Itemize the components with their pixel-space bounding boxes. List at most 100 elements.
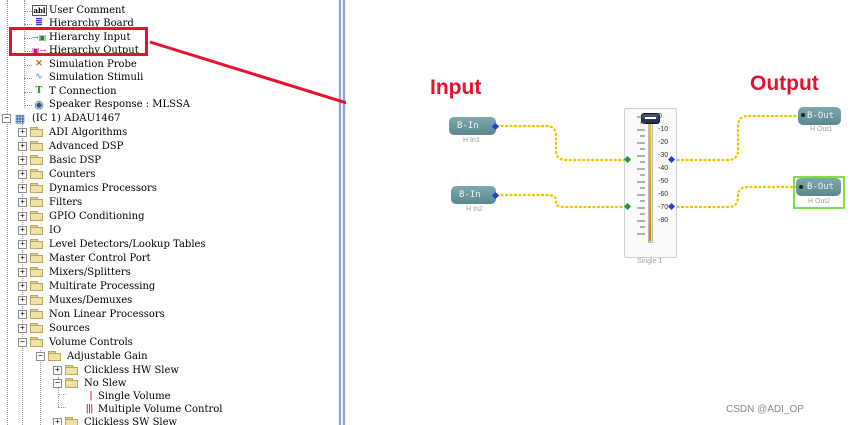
tree-item-label: Simulation Probe [49, 59, 137, 70]
tree-item-label: Dynamics Processors [49, 183, 157, 194]
folder-icon [30, 267, 44, 277]
panel-splitter[interactable] [338, 0, 346, 425]
tree-item-label: Multiple Volume Control [98, 404, 223, 415]
watermark: CSDN @ADI_OP [726, 404, 804, 415]
tree-item-t-connection[interactable]: T T Connection [32, 85, 117, 98]
expand-icon[interactable]: + [18, 198, 27, 207]
tree-item-user-comment[interactable]: abl User Comment [32, 4, 125, 17]
tree-item-label: Speaker Response : MLSSA [49, 99, 190, 110]
hierarchy-output-icon: ▣→ [32, 46, 47, 55]
hierarchy-input-icon: →▣ [32, 33, 47, 42]
tree-item-adjustable-gain[interactable]: − Adjustable Gain [0, 350, 148, 363]
folder-icon [30, 225, 44, 235]
slider-fill [649, 122, 651, 241]
tree-item-hierarchy-output[interactable]: ▣→ Hierarchy Output [32, 44, 139, 57]
single-volume-icon: | [89, 391, 93, 401]
tree-item-ic1[interactable]: − ▦ (IC 1) ADAU1467 [0, 112, 120, 125]
tree-item-filters[interactable]: + Filters [0, 196, 82, 209]
input-dot[interactable] [801, 113, 805, 117]
multi-volume-icon: ||| [85, 404, 94, 414]
expand-icon[interactable]: + [18, 324, 27, 333]
expand-icon[interactable]: + [18, 142, 27, 151]
folder-icon [30, 309, 44, 319]
tree-item-non-linear-processors[interactable]: + Non Linear Processors [0, 308, 165, 321]
folder-icon [65, 417, 79, 425]
tree-item-level-detectors[interactable]: + Level Detectors/Lookup Tables [0, 238, 206, 251]
collapse-icon[interactable]: − [18, 338, 27, 347]
toolbox-tree[interactable]: ▭ abl User Comment ≣ Hierarchy Board →▣ … [0, 0, 338, 425]
expand-icon[interactable]: + [18, 212, 27, 221]
folder-icon [30, 337, 44, 347]
block-b-out-1[interactable]: B-Out [798, 107, 841, 125]
expand-icon[interactable]: + [53, 366, 62, 375]
tree-item-basic-dsp[interactable]: + Basic DSP [0, 154, 101, 167]
tree-item-label: IO [49, 225, 62, 236]
tree-item-muxes-demuxes[interactable]: + Muxes/Demuxes [0, 294, 132, 307]
block-b-out-2[interactable]: B-Out [796, 178, 841, 196]
tick-label: -60 [658, 191, 669, 198]
probe-icon: ✕ [35, 59, 43, 69]
expand-icon[interactable]: + [18, 240, 27, 249]
expand-icon[interactable]: + [18, 226, 27, 235]
t-connection-icon: T [35, 86, 43, 96]
tree-item-master-control-port[interactable]: + Master Control Port [0, 252, 151, 265]
slider-ticks [637, 116, 645, 235]
slider-thumb[interactable] [641, 113, 660, 124]
tree-item-label: Volume Controls [49, 337, 133, 348]
tree-item-clickless-hw-slew[interactable]: + Clickless HW Slew [0, 364, 179, 377]
tree-item-counters[interactable]: + Counters [0, 168, 95, 181]
tree-item-label: Filters [49, 197, 83, 208]
tree-item-label: Clickless HW Slew [84, 365, 179, 376]
tree-item-simulation-stimuli[interactable]: ∿ Simulation Stimuli [32, 71, 143, 84]
collapse-icon[interactable]: − [53, 379, 62, 388]
tree-item-hierarchy-board[interactable]: ≣ Hierarchy Board [32, 17, 134, 30]
expand-icon[interactable]: + [18, 268, 27, 277]
tree-item-clickless-sw-slew[interactable]: + Clickless SW Slew [0, 416, 177, 425]
folder-icon [30, 211, 44, 221]
tree-item-hierarchy-input[interactable]: →▣ Hierarchy Input [32, 31, 130, 44]
tree-item-volume-controls[interactable]: − Volume Controls [0, 336, 133, 349]
block-caption: H Out1 [810, 126, 833, 133]
tree-item-single-volume[interactable]: | Single Volume [0, 390, 170, 403]
folder-icon [48, 351, 62, 361]
tree-item-no-slew[interactable]: − No Slew [0, 377, 126, 390]
output-annotation: Output [750, 72, 819, 95]
tree-item-sources[interactable]: + Sources [0, 322, 90, 335]
folder-icon [65, 378, 79, 388]
expand-icon[interactable]: + [18, 184, 27, 193]
input-dot[interactable] [799, 185, 803, 189]
expand-icon[interactable]: + [18, 296, 27, 305]
single-volume-block[interactable]: 0 -10 -20 -30 -40 -50 -60 -70 -80 [624, 108, 677, 258]
tree-item-advanced-dsp[interactable]: + Advanced DSP [0, 140, 123, 153]
block-b-in-1[interactable]: B-In [449, 117, 496, 135]
expand-icon[interactable]: + [53, 418, 62, 425]
tick-label: -20 [658, 139, 669, 146]
tick-label: -80 [658, 217, 669, 224]
tree-item-multirate-processing[interactable]: + Multirate Processing [0, 280, 155, 293]
expand-icon[interactable]: + [18, 310, 27, 319]
tree-item-simulation-probe[interactable]: ✕ Simulation Probe [32, 58, 137, 71]
tree-item-mixers-splitters[interactable]: + Mixers/Splitters [0, 266, 131, 279]
block-caption: Single 1 [637, 258, 663, 265]
tree-item-multiple-volume-control[interactable]: ||| Multiple Volume Control [0, 403, 223, 416]
expand-icon[interactable]: + [18, 128, 27, 137]
hierarchy-board-icon: ≣ [35, 18, 43, 28]
tree-item-label: Multirate Processing [49, 281, 156, 292]
tree-item-speaker-response[interactable]: ◉ Speaker Response : MLSSA [32, 98, 190, 111]
expand-icon[interactable]: + [18, 156, 27, 165]
tree-item-gpio-conditioning[interactable]: + GPIO Conditioning [0, 210, 144, 223]
tree-item-label: (IC 1) ADAU1467 [32, 113, 121, 124]
tree-item-dynamics-processors[interactable]: + Dynamics Processors [0, 182, 157, 195]
tree-item-adi-algorithms[interactable]: + ADI Algorithms [0, 126, 127, 139]
expand-icon[interactable]: + [18, 282, 27, 291]
schematic-canvas[interactable]: Input Output B-In H In1 B-In H In2 [346, 0, 851, 425]
block-b-in-2[interactable]: B-In [451, 186, 496, 204]
tree-item-label: Hierarchy Output [49, 45, 139, 56]
expand-icon[interactable]: + [18, 254, 27, 263]
tree-item-io[interactable]: + IO [0, 224, 61, 237]
collapse-icon[interactable]: − [2, 114, 11, 123]
tick-label: -10 [658, 126, 669, 133]
expand-icon[interactable]: + [18, 170, 27, 179]
collapse-icon[interactable]: − [36, 352, 45, 361]
tick-label: -70 [658, 204, 669, 211]
